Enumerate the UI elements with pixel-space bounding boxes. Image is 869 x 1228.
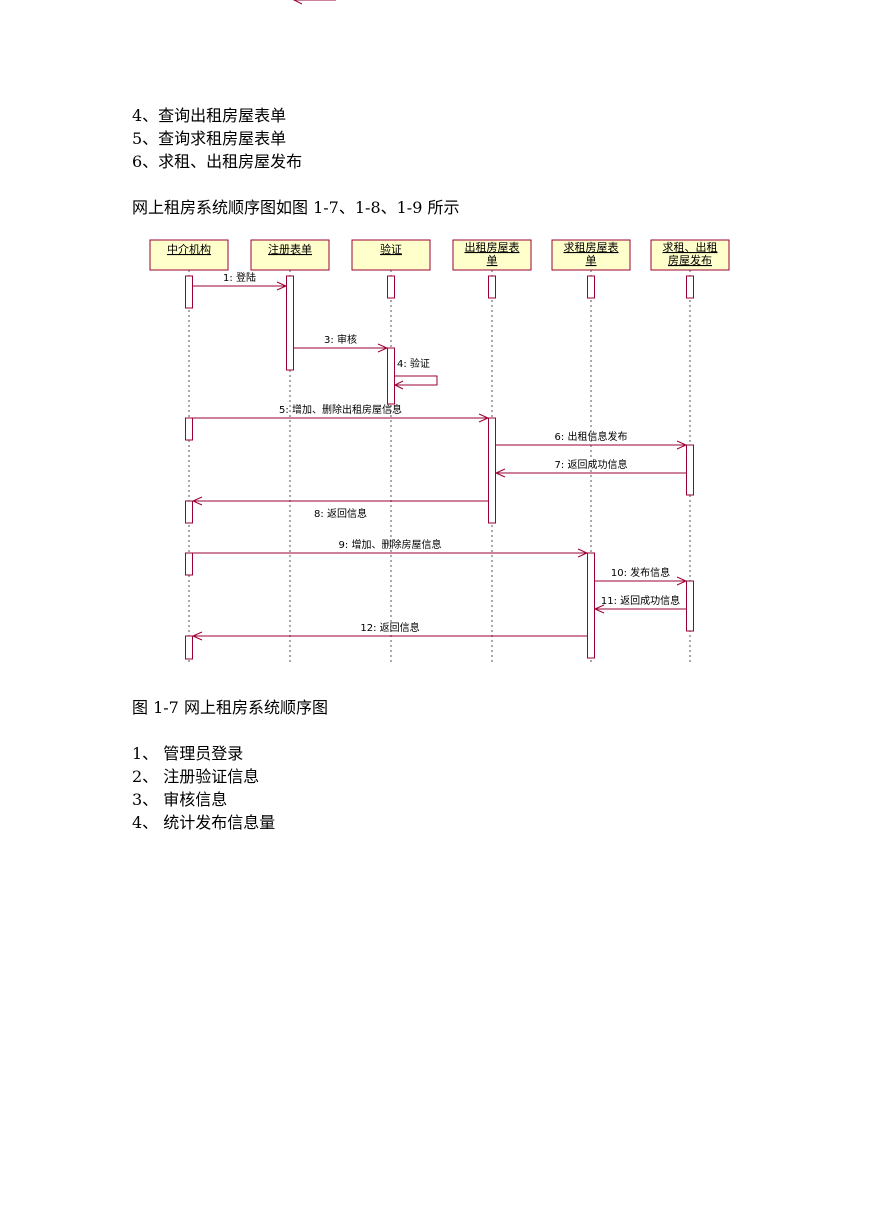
- arrowhead: [593, 604, 605, 614]
- actor-label: 单: [487, 254, 498, 267]
- actor-label: 验证: [380, 242, 402, 256]
- arrowhead: [494, 468, 506, 478]
- message-label: 4: 验证: [397, 357, 430, 370]
- actor-label: 单: [586, 254, 597, 267]
- figure-caption: 图 1-7 网上租房系统顺序图: [132, 698, 328, 717]
- message-label: 1: 登陆: [223, 271, 256, 284]
- message-label: 11: 返回成功信息: [601, 594, 680, 607]
- activation-bar: [587, 552, 595, 659]
- list-item: 1、 管理员登录: [132, 744, 244, 763]
- actor-label: 中介机构: [167, 242, 211, 256]
- list-item: 4、 统计发布信息量: [132, 813, 276, 832]
- list-item: 3、 审核信息: [132, 790, 228, 809]
- activation-bar: [185, 635, 193, 660]
- activation-bar: [387, 275, 395, 299]
- message-label: 12: 返回信息: [360, 621, 419, 634]
- actor-box: [452, 239, 532, 271]
- activation-bar: [488, 417, 496, 524]
- activation-bar: [686, 275, 694, 299]
- actor-box: [551, 239, 631, 271]
- actor-box: [351, 239, 431, 271]
- actor-label: 求租房屋表: [564, 240, 619, 254]
- activation-bar: [587, 275, 595, 299]
- activation-bar: [185, 552, 193, 576]
- activation-bar: [185, 417, 193, 441]
- actor-box: [650, 239, 730, 271]
- actor-box: [149, 239, 229, 271]
- actor-label: 求租、出租: [663, 240, 718, 254]
- arrowhead: [292, 0, 303, 5]
- message-label: 10: 发布信息: [611, 566, 670, 579]
- arrowhead: [393, 380, 404, 390]
- arrowhead: [577, 548, 589, 558]
- activation-bar: [185, 500, 193, 524]
- actor-box: [250, 239, 330, 271]
- actor-label: 出租房屋表: [465, 240, 520, 254]
- message-label: 7: 返回成功信息: [555, 458, 628, 471]
- self-message: [395, 375, 438, 386]
- arrowhead: [478, 413, 490, 423]
- message-label: 3: 审核: [324, 333, 357, 346]
- list-item: 2、 注册验证信息: [132, 767, 260, 786]
- arrowhead: [191, 496, 203, 506]
- activation-bar: [185, 275, 193, 309]
- arrowhead: [191, 631, 203, 641]
- activation-bar: [686, 444, 694, 496]
- activation-bar: [488, 275, 496, 299]
- message-label: 5: 增加、删除出租房屋信息: [279, 403, 402, 416]
- activation-bar: [686, 580, 694, 632]
- message-label: 8: 返回信息: [314, 507, 367, 520]
- message-label: 6: 出租信息发布: [555, 430, 628, 443]
- activation-bar: [286, 275, 294, 371]
- list-item: 6、求租、出租房屋发布: [132, 152, 303, 171]
- actor-label: 房屋发布: [668, 253, 712, 267]
- list-item: 5、查询求租房屋表单: [132, 129, 287, 148]
- list-item: 4、查询出租房屋表单: [132, 106, 287, 125]
- message-label: 9: 增加、删除房屋信息: [339, 538, 442, 551]
- actor-label: 注册表单: [268, 242, 312, 256]
- intro-paragraph: 网上租房系统顺序图如图 1-7、1-8、1-9 所示: [132, 198, 460, 217]
- arrowhead: [676, 576, 688, 586]
- arrowhead: [276, 281, 288, 291]
- arrowhead: [377, 343, 389, 353]
- arrowhead: [676, 440, 688, 450]
- activation-bar: [387, 347, 395, 405]
